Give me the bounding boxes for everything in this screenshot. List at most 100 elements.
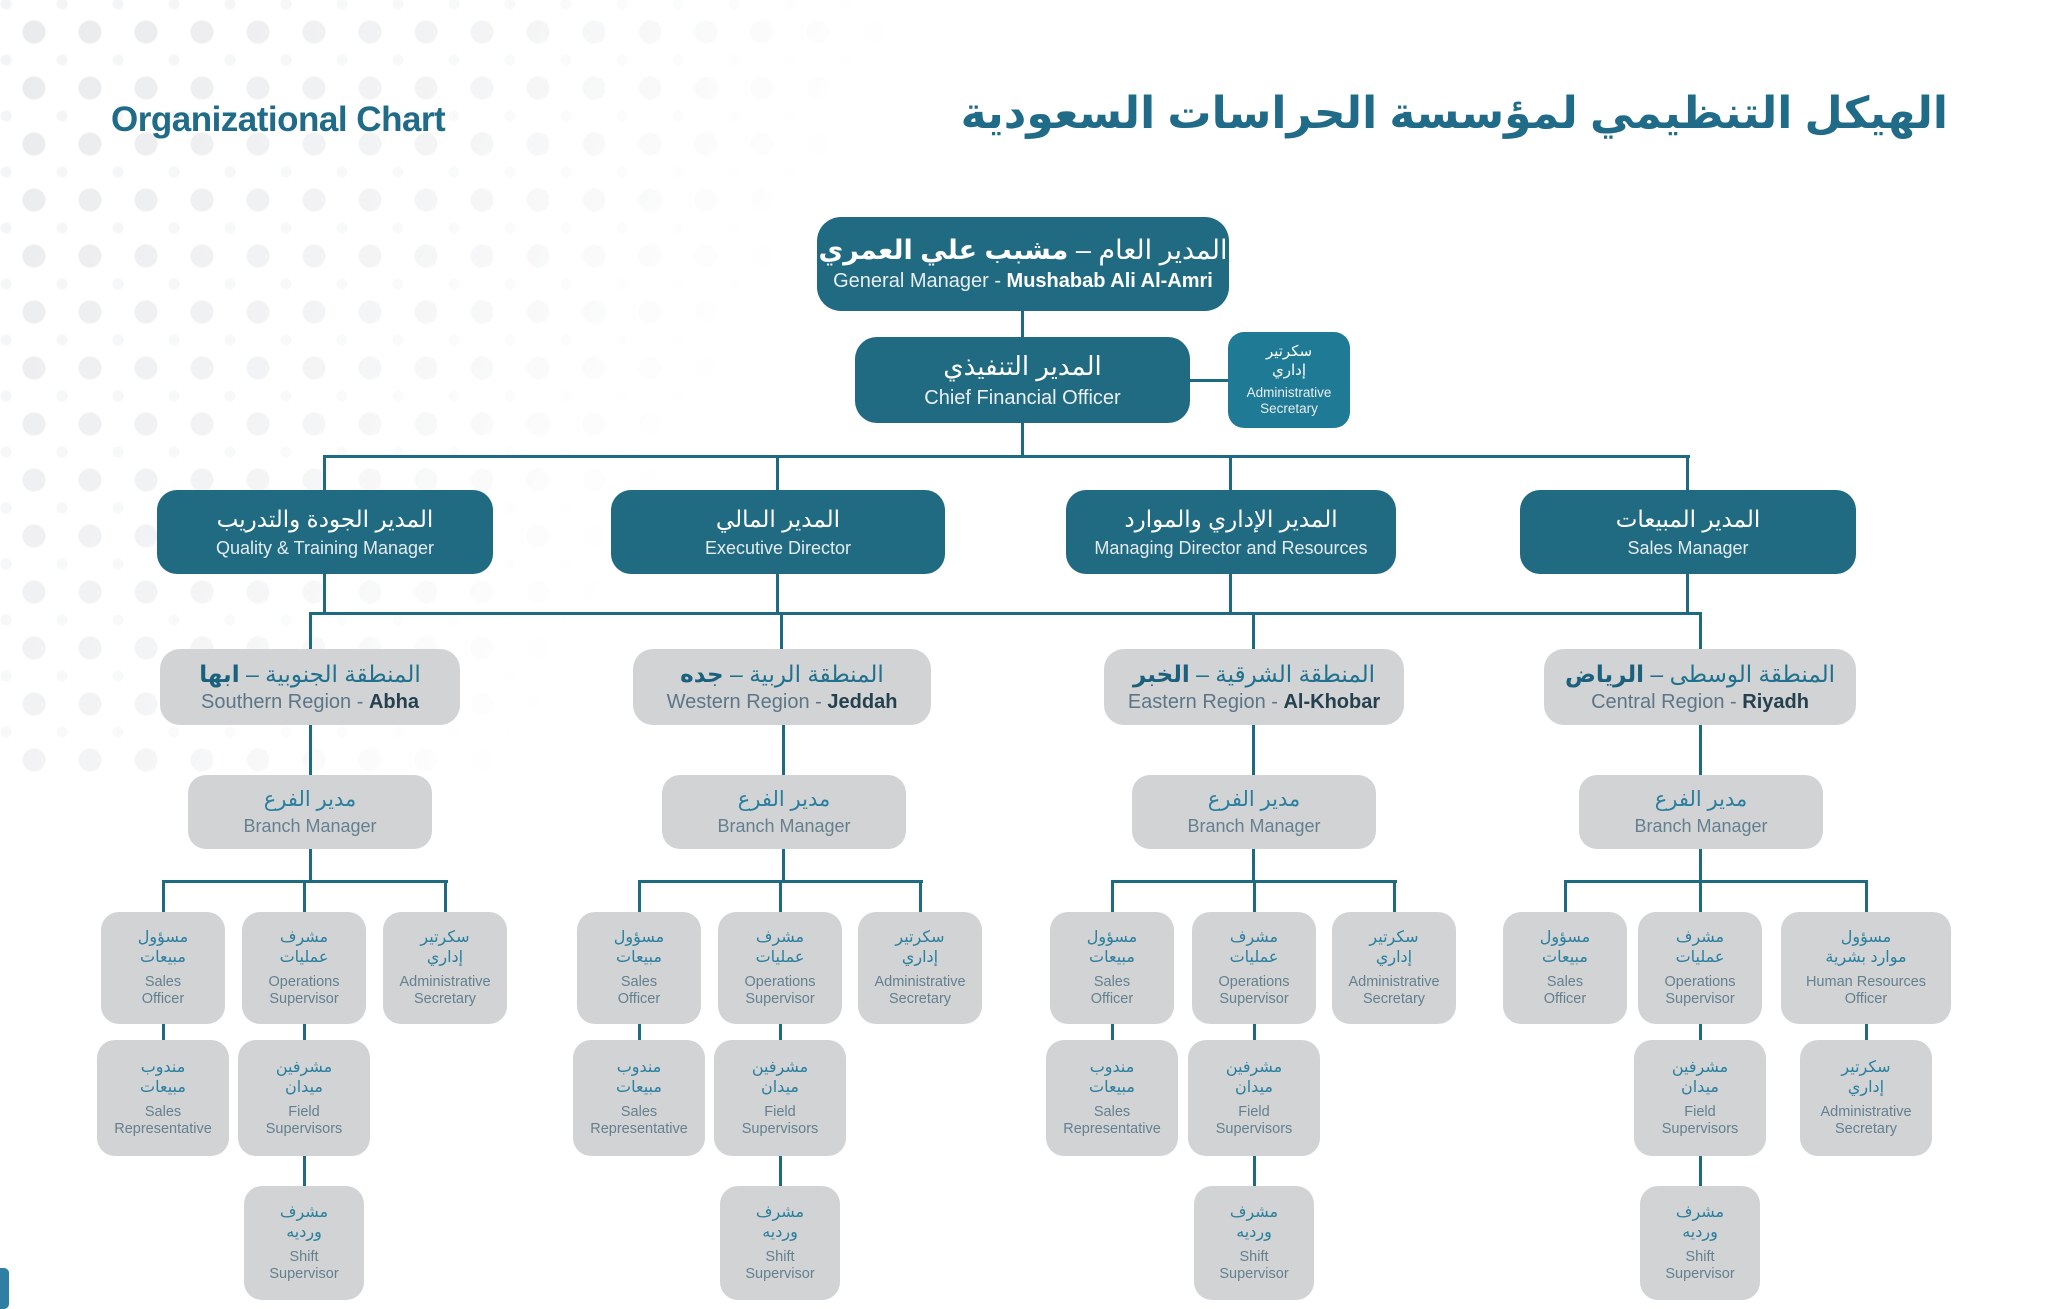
connector-line [303, 1024, 306, 1040]
cfo-label-ar: المدير التنفيذي [943, 350, 1102, 381]
branch-manager-label-en: Branch Manager [243, 816, 377, 836]
cfo-box: المدير التنفيذي Chief Financial Officer [855, 337, 1190, 423]
connector-line [1111, 880, 1114, 912]
connector-line [776, 455, 779, 490]
connector-line [309, 849, 312, 880]
manager-managing-director-box: المدير الإداري والموارد Managing Directo… [1066, 490, 1396, 574]
connector-line [444, 880, 447, 912]
manager-label-ar: المدير الإداري والموارد [1124, 505, 1338, 532]
branch-manager-label-en: Branch Manager [1187, 816, 1321, 836]
branch3-manager-box: مدير الفرع Branch Manager [1132, 775, 1376, 849]
connector-line [303, 880, 306, 912]
region-label-en: Central Region - Riyadh [1591, 690, 1809, 713]
branch2-manager-box: مدير الفرع Branch Manager [662, 775, 906, 849]
connector-line [1393, 880, 1396, 912]
connector-line [1699, 725, 1702, 775]
connector-line [779, 1024, 782, 1040]
connector-line [324, 455, 1690, 458]
branch-manager-label-en: Branch Manager [717, 816, 851, 836]
connector-line [919, 880, 922, 912]
connector-line [1253, 1024, 1256, 1040]
region-central-riyadh-box: المنطقة الوسطى – الرياض Central Region -… [1544, 649, 1856, 725]
connector-line [638, 880, 641, 912]
connector-line [309, 725, 312, 775]
manager-label-en: Managing Director and Resources [1094, 537, 1368, 558]
connector-line [1111, 1024, 1114, 1040]
manager-label-ar: المدير المالي [715, 505, 841, 532]
region-label-ar: المنطقة الجنوبية – ابها [199, 660, 421, 687]
connector-line [1865, 880, 1868, 912]
branch4-manager-box: مدير الفرع Branch Manager [1579, 775, 1823, 849]
connector-line [1699, 1156, 1702, 1186]
region-label-en: Southern Region - Abha [201, 690, 419, 713]
region-label-en: Eastern Region - Al-Khobar [1127, 690, 1381, 713]
general-manager-box: المدير العام – مشبب علي العمري General M… [817, 217, 1229, 311]
connector-line [1252, 612, 1255, 649]
connector-line [1686, 455, 1689, 490]
branch-manager-label-ar: مدير الفرع [1207, 788, 1301, 811]
connector-line [1699, 849, 1702, 880]
region-southern-abha-box: المنطقة الجنوبية – ابها Southern Region … [160, 649, 460, 725]
manager-label-ar: المدير الجودة والتدريب [216, 505, 434, 532]
connector-line [779, 880, 782, 912]
region-western-jeddah-box: المنطقة الربية – جده Western Region - Je… [633, 649, 931, 725]
manager-executive-director-box: المدير المالي Executive Director [611, 490, 945, 574]
manager-label-en: Executive Director [704, 537, 852, 558]
connector-line [782, 849, 785, 880]
connector-line [1253, 1156, 1256, 1186]
manager-label-en: Quality & Training Manager [215, 537, 435, 558]
general-manager-label-ar: المدير العام – مشبب علي العمري [818, 235, 1228, 265]
connector-line [1565, 880, 1868, 883]
connector-line [323, 455, 326, 490]
connector-line [1564, 880, 1567, 912]
manager-sales-box: المدير المبيعات Sales Manager [1520, 490, 1856, 574]
connector-line [1699, 1024, 1702, 1040]
connector-line [1686, 574, 1689, 612]
corner-decoration [0, 1268, 9, 1309]
region-eastern-alkhobar-box: المنطقة الشرقية – الخبر Eastern Region -… [1104, 649, 1404, 725]
branch1-manager-box: مدير الفرع Branch Manager [188, 775, 432, 849]
manager-label-ar: المدير المبيعات [1615, 505, 1761, 532]
connector-line [638, 1024, 641, 1040]
page-title-en: Organizational Chart [111, 100, 446, 139]
